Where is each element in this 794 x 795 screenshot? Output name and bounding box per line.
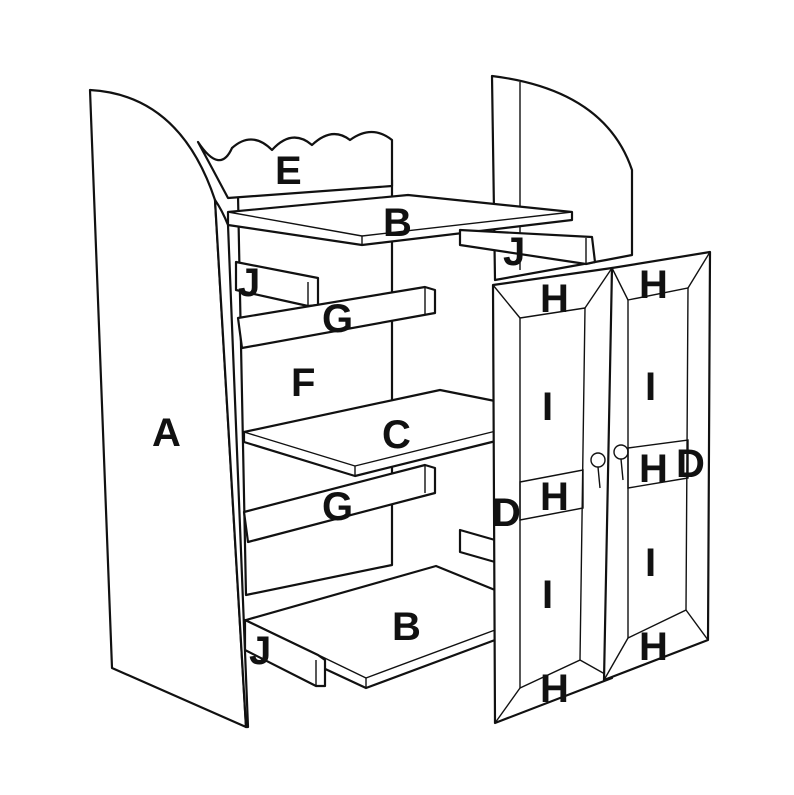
label-f: F: [291, 361, 315, 405]
part-labels: A B B C D D E F G G H H H H H H I I I I …: [152, 149, 705, 711]
label-h-left-mid: H: [540, 475, 569, 519]
label-e: E: [275, 149, 302, 193]
label-h-left-bottom: H: [540, 667, 569, 711]
label-j-left-lower: J: [249, 629, 271, 673]
label-i-right-lower: I: [645, 541, 656, 585]
rail-j-right-lower: [458, 528, 497, 564]
label-j-left-upper: J: [238, 261, 260, 305]
label-h-left-top: H: [540, 277, 569, 321]
label-c: C: [382, 413, 411, 457]
label-i-left-upper: I: [542, 385, 553, 429]
label-i-left-lower: I: [542, 573, 553, 617]
rail-g-upper: [236, 285, 437, 350]
label-i-right-upper: I: [645, 365, 656, 409]
label-a: A: [152, 411, 181, 455]
top-shelf-b: [226, 193, 574, 247]
label-j-top-right: J: [503, 230, 525, 274]
label-d-right: D: [676, 442, 705, 486]
label-h-right-top: H: [639, 263, 668, 307]
label-h-right-bottom: H: [639, 625, 668, 669]
label-g-upper: G: [322, 297, 353, 341]
label-b-top: B: [383, 201, 412, 245]
label-d-left: D: [492, 491, 521, 535]
top-crest-e: [196, 130, 394, 200]
label-h-right-mid: H: [639, 447, 668, 491]
rail-j-top-right: [458, 228, 597, 266]
left-side-panel-a: [88, 88, 250, 729]
rail-g-lower: [242, 463, 437, 544]
right-door: [602, 250, 712, 682]
label-g-lower: G: [322, 485, 353, 529]
label-b-bottom: B: [392, 605, 421, 649]
